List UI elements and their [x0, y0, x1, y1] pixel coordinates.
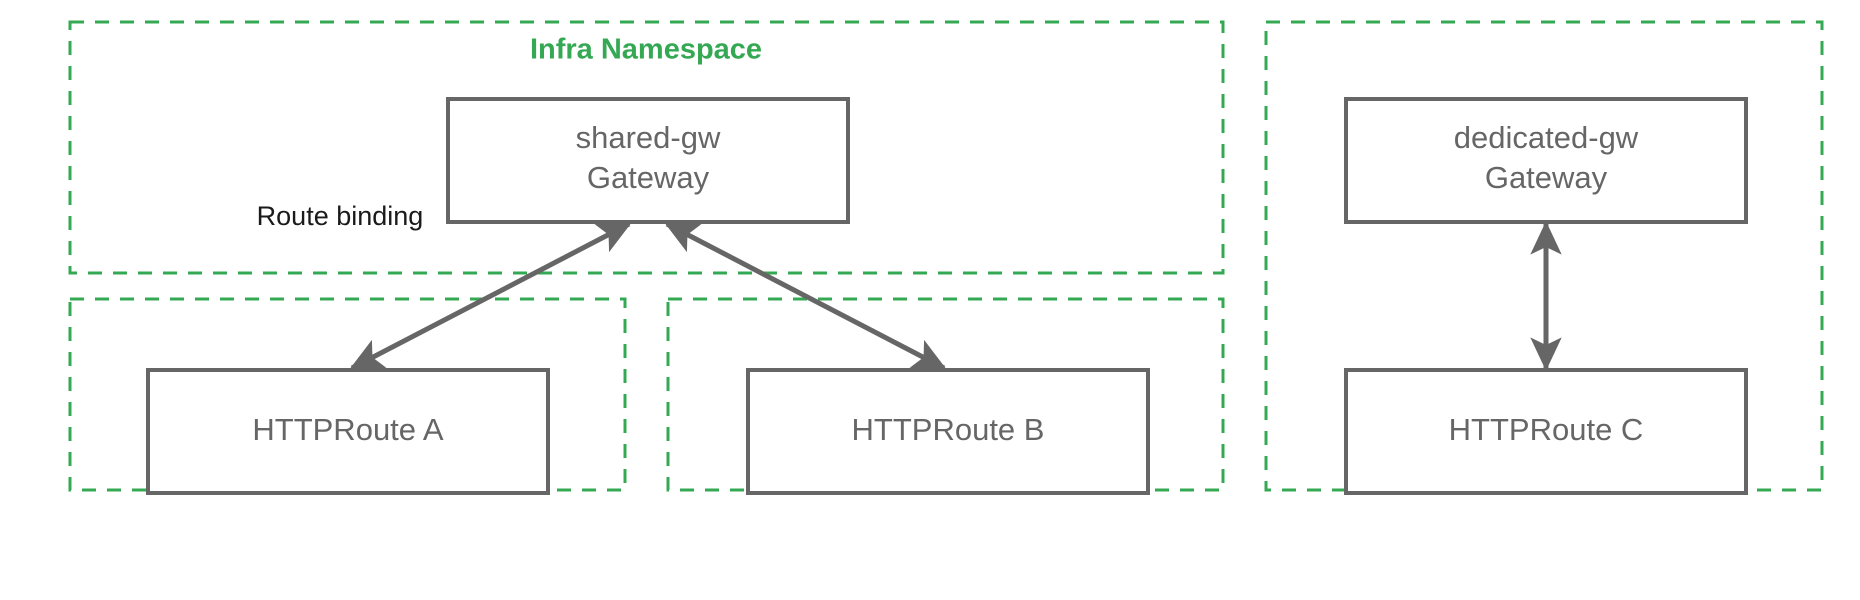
namespace-box-a: [68, 297, 627, 492]
edge-shared-gw-to-httproute-b: [664, 221, 947, 371]
node-httproute-b-box[interactable]: [746, 368, 1150, 495]
node-httproute-a[interactable]: HTTPRoute A: [146, 368, 550, 495]
node-dedicated-gw-label-line1: dedicated-gw: [1454, 120, 1639, 155]
node-dedicated-gw-box[interactable]: [1344, 97, 1748, 224]
node-httproute-b-label: HTTPRoute B: [852, 412, 1045, 447]
node-shared-gw-label-line1: shared-gw: [576, 120, 721, 155]
node-dedicated-gw-label-line2: Gateway: [1485, 160, 1608, 195]
node-httproute-c-label: HTTPRoute C: [1449, 412, 1644, 447]
edge-label-route-binding: Route binding: [257, 201, 424, 231]
node-dedicated-gw[interactable]: dedicated-gw Gateway: [1344, 97, 1748, 224]
node-shared-gw-box[interactable]: [446, 97, 850, 224]
node-httproute-c-box[interactable]: [1344, 368, 1748, 495]
edges: [349, 221, 1562, 371]
node-httproute-a-label: HTTPRoute A: [252, 412, 444, 447]
node-httproute-a-box[interactable]: [146, 368, 550, 495]
edge-labels: Route binding: [257, 201, 424, 231]
namespace-label-infra: Infra Namespace: [530, 34, 762, 66]
node-shared-gw[interactable]: shared-gw Gateway: [446, 97, 850, 224]
node-httproute-b[interactable]: HTTPRoute B: [746, 368, 1150, 495]
node-httproute-c[interactable]: HTTPRoute C: [1344, 368, 1748, 495]
namespace-box-infra: [68, 20, 1225, 275]
nodes: shared-gw Gateway dedicated-gw Gateway H…: [146, 97, 1748, 495]
edge-shared-gw-to-httproute-a: [349, 221, 632, 371]
node-shared-gw-label-line2: Gateway: [587, 160, 710, 195]
